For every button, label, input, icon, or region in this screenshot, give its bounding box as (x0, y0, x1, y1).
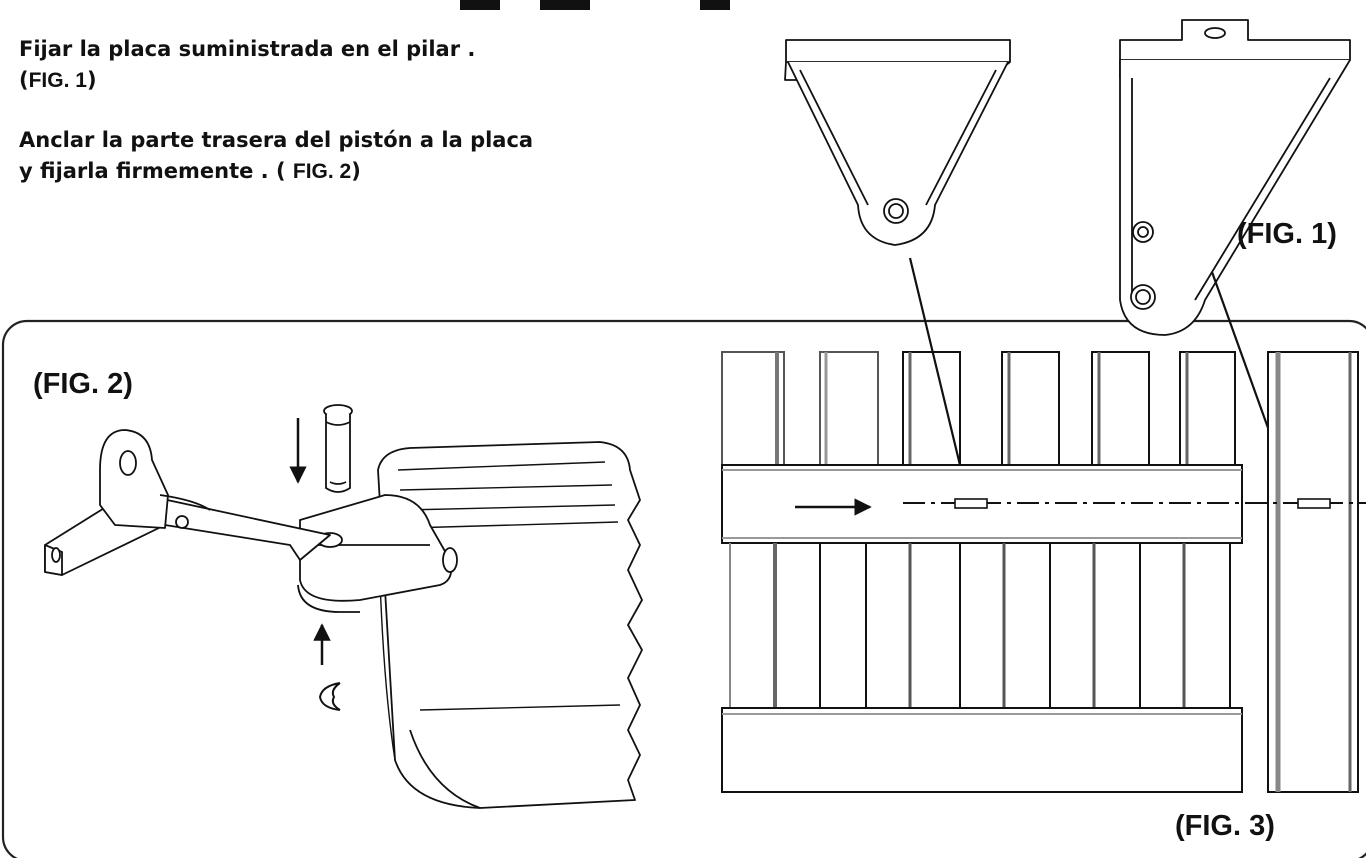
instruction-step-1: Fijar la placa suministrada en el pilar … (19, 34, 475, 96)
instruction-1-paren-close: ) (86, 68, 97, 92)
piston-mounting-bracket (44, 429, 331, 576)
bracket-plate-a (784, 39, 1011, 246)
instruction-2-line-2: y fijarla firmemente . ( (19, 159, 293, 183)
pivot-pin (323, 404, 353, 493)
instruction-2-fig-ref: FIG. 2 (292, 160, 352, 183)
figure-panel-frame (1, 319, 1366, 858)
figure-label-fig3: (FIG. 3) (1175, 810, 1275, 842)
instruction-step-2: Anclar la parte trasera del pistón a la … (19, 125, 533, 187)
mount-mark-pillar (1297, 498, 1331, 509)
piston-assembly (297, 441, 643, 809)
bracket-plate-b (1119, 19, 1351, 336)
cut-off-heading-fragment (460, 0, 500, 10)
cut-off-heading-fragment (540, 0, 590, 10)
instruction-1-line-1: Fijar la placa suministrada en el pilar … (19, 37, 476, 61)
circlip (318, 682, 341, 711)
instruction-1-fig-ref: FIG. 1 (28, 69, 87, 92)
figure-label-fig1: (FIG. 1) (1237, 218, 1337, 250)
mount-mark-gate (954, 498, 988, 509)
instruction-2-paren-close: ) (351, 159, 361, 183)
instruction-2-line-1: Anclar la parte trasera del pistón a la … (19, 128, 534, 152)
figure-label-fig2: (FIG. 2) (33, 368, 133, 400)
arrow-bracket-a-to-pillar (908, 257, 971, 492)
gate-pillar-drawing (721, 351, 1359, 793)
instruction-1-paren-open: ( (19, 68, 29, 92)
cut-off-heading-fragment (700, 0, 730, 10)
